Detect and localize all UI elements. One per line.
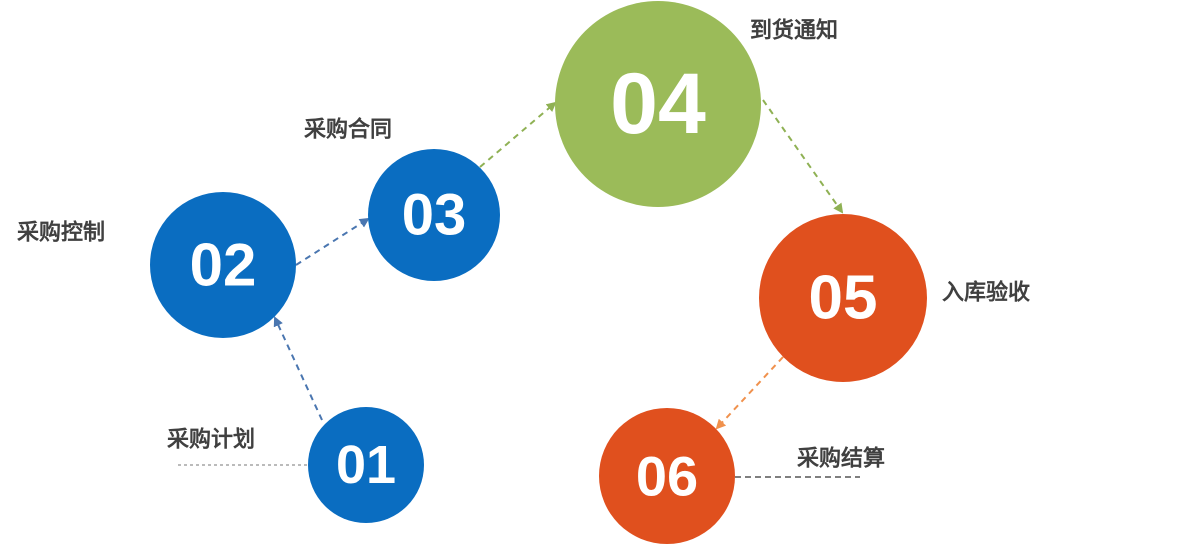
connector-group [273,99,844,430]
step-number: 03 [402,183,467,248]
step-circle [368,149,500,281]
step-02: 02 采购控制 [17,192,296,338]
step-06: 06 采购结算 [599,408,885,544]
step-number: 04 [610,56,706,152]
step-number: 02 [190,232,257,299]
connector-04-05 [762,99,844,214]
step-03: 03 采购合同 [304,117,500,281]
step-circle [759,214,927,382]
step-label: 采购结算 [797,446,885,472]
step-number: 05 [809,264,878,333]
step-label: 采购合同 [304,117,392,143]
step-label: 到货通知 [750,18,838,44]
step-label: 采购计划 [167,427,255,453]
step-circle [150,192,296,338]
connector-05-06 [715,356,784,430]
step-label: 入库验收 [942,280,1030,306]
step-circle [555,1,761,207]
step-circle [599,408,735,544]
connector-01-02 [273,316,323,421]
connector-02-03 [295,217,370,266]
step-05: 05 入库验收 [759,214,1030,382]
step-01: 01 采购计划 [167,407,424,523]
step-circle [308,407,424,523]
step-number: 06 [636,445,698,508]
step-04: 04 到货通知 [555,1,838,207]
step-label: 采购控制 [17,220,105,246]
step-number: 01 [336,435,396,495]
connector-03-04 [479,101,557,168]
